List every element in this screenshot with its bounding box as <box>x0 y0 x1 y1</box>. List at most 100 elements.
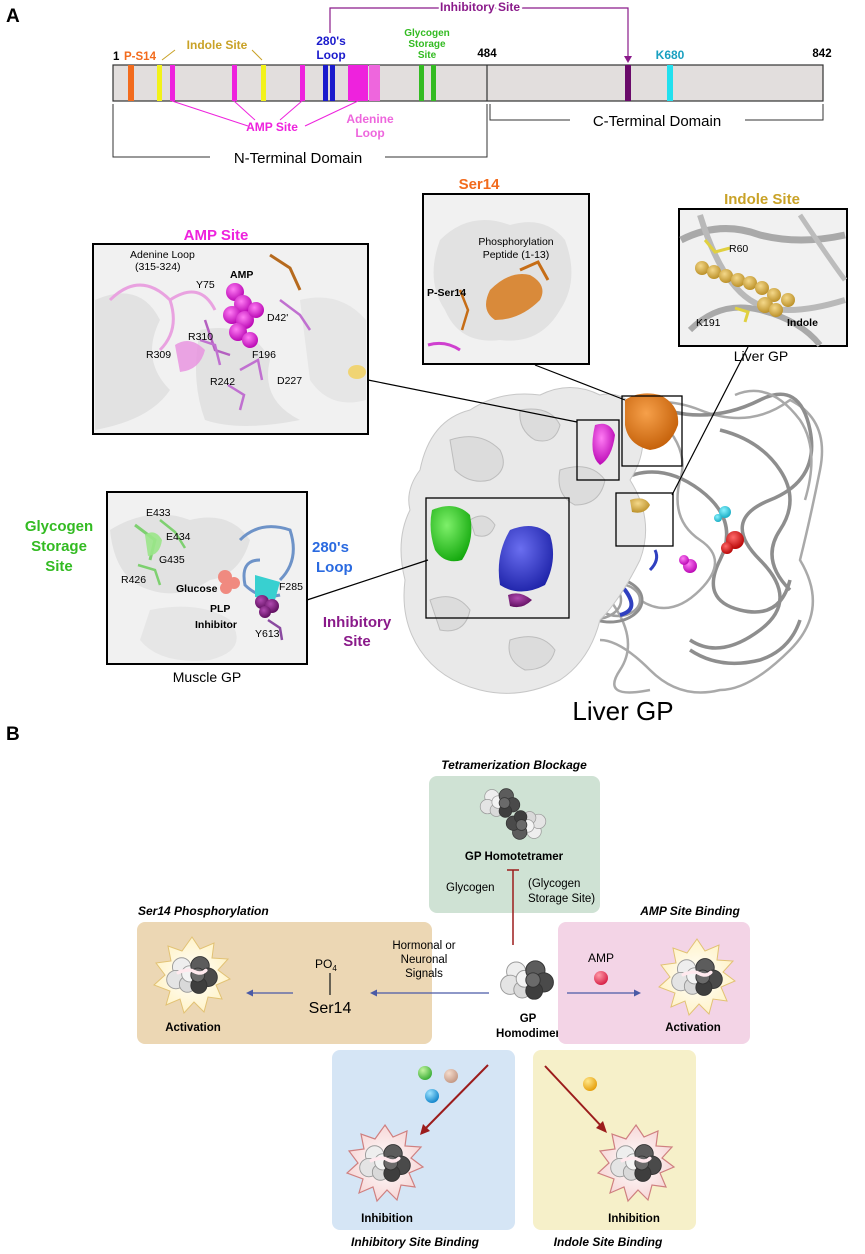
amp-r309: R309 <box>146 349 171 361</box>
adenine-label-2: Loop <box>355 126 384 140</box>
main-glycogen-site <box>430 506 472 562</box>
amp-leaders <box>171 100 359 127</box>
inhibitory-site-connector <box>329 7 629 60</box>
ser14-activated-dimer <box>153 936 231 1015</box>
indole-leader-1 <box>161 49 176 61</box>
seq-start: 1 <box>113 51 120 63</box>
main-k680-cyan <box>719 506 731 518</box>
tetramer-glycogen: Glycogen <box>446 882 495 894</box>
tetramer-gss-1: (Glycogen <box>528 878 580 890</box>
amp-inset-labels: Adenine Loop (315-324) AMP Y75 D42' R310… <box>130 249 302 388</box>
amp-site-label: AMP Site <box>246 120 298 134</box>
liver-gp-caption: Liver GP <box>572 696 673 726</box>
inhib-ball-green <box>418 1066 432 1080</box>
signals-3: Signals <box>405 968 443 980</box>
indole-k191: K191 <box>696 317 721 329</box>
inhibitory-binding-title: Inhibitory Site Binding <box>351 1235 480 1249</box>
c-domain-bracket-left <box>489 104 570 121</box>
inhib-ball-tan <box>444 1069 458 1083</box>
amp-binding-title: AMP Site Binding <box>639 904 740 918</box>
conn-ser14 <box>534 364 626 401</box>
amp-activation: Activation <box>665 1022 721 1034</box>
band-280-1 <box>323 65 328 101</box>
main-ser14-site <box>625 393 679 450</box>
indole-inhibition: Inhibition <box>608 1213 660 1225</box>
seq-mid: 484 <box>477 48 497 60</box>
main-box-muscle <box>425 497 570 619</box>
inhib-ball-blue <box>425 1089 439 1103</box>
amp-activated-dimer <box>658 938 736 1017</box>
main-box-indole <box>615 492 674 547</box>
band-amp-3 <box>300 65 305 101</box>
indole-arrow <box>544 1065 604 1129</box>
muscle-glycogen-1: Glycogen <box>25 518 93 535</box>
gp-label-2: Homodimer <box>496 1028 560 1040</box>
tetramer-gss-2: Storage Site) <box>528 893 595 905</box>
muscle-g435: G435 <box>159 554 185 566</box>
amp-d227: D227 <box>277 375 302 387</box>
amp-inset-title: AMP Site <box>184 227 249 244</box>
ser14-inset <box>422 193 590 365</box>
muscle-inset-labels: E433 E434 G435 R426 Glucose PLP F285 Inh… <box>121 507 303 640</box>
muscle-e433: E433 <box>146 507 171 519</box>
amp-ball <box>594 971 608 985</box>
conn-indole <box>671 346 749 496</box>
seq-end: 842 <box>812 48 831 60</box>
main-amp-site <box>592 423 615 465</box>
muscle-glycogen-2: Storage <box>31 538 87 555</box>
band-gly-2 <box>431 65 436 101</box>
ser14-phos-title: Ser14 Phosphorylation <box>138 904 269 918</box>
indole-dimer <box>596 1123 676 1203</box>
tetramer-title: Tetramerization Blockage <box>441 758 587 772</box>
muscle-f285: F285 <box>279 581 303 593</box>
indole-inset <box>678 208 848 347</box>
band-amp-1 <box>170 65 175 101</box>
amp-r310: R310 <box>188 331 213 343</box>
sequence-bands <box>128 65 673 101</box>
indole-r60: R60 <box>729 243 748 255</box>
loop280-label-1: 280's <box>316 34 346 48</box>
adenine-label-1: Adenine <box>346 112 394 126</box>
k680-label: K680 <box>656 48 685 62</box>
tetramer-box <box>429 776 600 913</box>
band-gly-1 <box>419 65 424 101</box>
main-indole-site <box>630 498 650 513</box>
band-280-2 <box>330 65 335 101</box>
amp-f196: F196 <box>252 349 276 361</box>
band-p-s14 <box>128 65 134 101</box>
inhib-dimer <box>345 1123 425 1203</box>
band-indole-1 <box>157 65 162 101</box>
signals-2: Neuronal <box>401 954 448 966</box>
muscle-inhibitory-1: Inhibitory <box>323 614 392 631</box>
indole-site-label: Indole Site <box>187 38 248 52</box>
indole-leader-2 <box>251 49 263 61</box>
tetramer-label: GP Homotetramer <box>465 851 564 863</box>
ser14-peptide-2: Peptide (1-13) <box>483 249 550 261</box>
indole-indole: Indole <box>787 317 818 329</box>
inhib-inhibition: Inhibition <box>361 1213 413 1225</box>
main-inhibitory-site <box>508 593 532 608</box>
inhib-arrow <box>423 1064 489 1131</box>
gp-homodimer-icon <box>500 960 554 1000</box>
muscle-r426: R426 <box>121 574 146 586</box>
muscle-inhibitory-2: Site <box>343 633 371 650</box>
band-amp-2 <box>232 65 237 101</box>
main-box-amp <box>576 419 620 481</box>
indole-binding-title: Indole Site Binding <box>554 1235 663 1249</box>
ser14-peptide-1: Phosphorylation <box>478 236 553 248</box>
panel-a-label: A <box>6 6 20 27</box>
inhibitory-site-arrowhead <box>624 56 632 63</box>
muscle-glucose: Glucose <box>176 583 218 595</box>
amp-d42: D42' <box>267 312 288 324</box>
ser14-pser14: P-Ser14 <box>427 287 466 299</box>
loop280-label-2: Loop <box>316 48 345 62</box>
amp-adenine-loop-2: (315-324) <box>135 261 181 273</box>
band-indole-2 <box>261 65 266 101</box>
amp-binding-amp: AMP <box>588 951 614 965</box>
muscle-inset <box>106 491 308 665</box>
indole-inset-title: Indole Site <box>724 191 800 208</box>
glycogen-label-1: Glycogen <box>404 28 450 39</box>
muscle-glycogen-3: Site <box>45 558 73 575</box>
ser14-residue: Ser14 <box>309 1000 352 1017</box>
